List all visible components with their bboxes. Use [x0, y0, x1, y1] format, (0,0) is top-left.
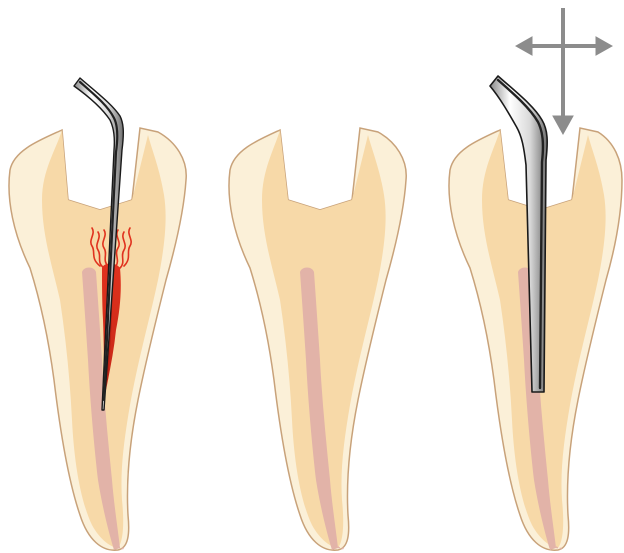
panel-3-cold-plugger [449, 8, 622, 550]
panel-1-heated-plugger [9, 78, 186, 550]
tooth-1 [9, 128, 186, 550]
tooth-2 [229, 128, 406, 550]
panel-2-root-canal-with-cone [229, 128, 406, 550]
